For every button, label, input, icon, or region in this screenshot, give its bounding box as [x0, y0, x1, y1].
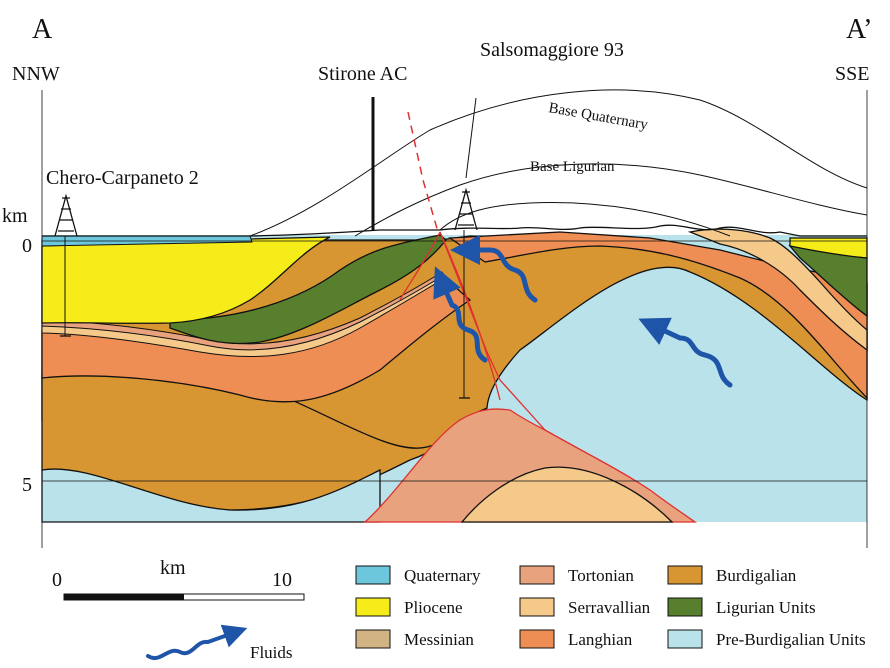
fluid-arrow	[638, 317, 733, 388]
legend-swatch	[667, 629, 703, 649]
depth-tick-0: 0	[22, 235, 32, 257]
derrick-icon	[54, 193, 78, 237]
strata	[41, 228, 868, 523]
fluid-arrow	[450, 235, 538, 303]
topography-line	[42, 224, 867, 237]
legend-swatch	[355, 629, 391, 649]
legend-label: Tortonian	[568, 566, 634, 585]
legend-swatch	[355, 565, 391, 585]
scale-start-label: 0	[52, 569, 62, 591]
scale-end-label: 10	[272, 569, 292, 591]
layer-serravallian-right	[687, 228, 868, 352]
fluids-legend: Fluids	[146, 624, 293, 662]
fault-left	[399, 231, 441, 301]
layer-ligurian-left	[169, 234, 447, 345]
horizon-label-base-quaternary: Base Quaternary	[547, 100, 649, 133]
layer-pre-burdigalian-bottom	[41, 468, 381, 523]
well-label-chero: Chero-Carpaneto 2	[46, 167, 199, 189]
horizon-lines	[42, 89, 868, 237]
legend-swatch	[355, 597, 391, 617]
section-end-direction: SSE	[835, 63, 869, 85]
horizon-label-base-ligurian: Base Ligurian	[530, 159, 615, 175]
layer-langhian-right	[448, 231, 868, 400]
base-quaternary-line	[249, 89, 868, 237]
legend-swatch	[519, 597, 555, 617]
fluid-arrow	[433, 266, 488, 363]
legend-label: Quaternary	[404, 566, 481, 585]
section-end-letter: A’	[846, 14, 872, 45]
base-ligurian-line	[354, 163, 868, 237]
legend-swatch	[519, 629, 555, 649]
derrick-icon	[454, 187, 478, 231]
frame-lines	[41, 90, 868, 548]
fault-dashed	[407, 111, 439, 233]
inner-horizon-line	[439, 202, 731, 237]
legend-label: Burdigalian	[716, 566, 797, 585]
well-label-salsomaggiore: Salsomaggiore 93	[480, 39, 624, 61]
section-start-letter: A	[32, 14, 53, 45]
scale-unit-label: km	[160, 557, 186, 579]
section-start-direction: NNW	[12, 63, 60, 85]
fluid-arrow-legend-icon	[146, 624, 248, 660]
legend-label: Langhian	[568, 630, 633, 649]
legend-label: Serravallian	[568, 598, 651, 617]
legend-label: Messinian	[404, 630, 474, 649]
scale-bar: 0 km 10	[52, 557, 305, 601]
depth-tick-5: 5	[22, 474, 32, 496]
fluids-label: Fluids	[250, 643, 293, 662]
legend-swatch	[519, 565, 555, 585]
legend-label: Pre-Burdigalian Units	[716, 630, 866, 649]
layer-pliocene-left	[41, 236, 331, 324]
depth-unit-label: km	[2, 205, 28, 227]
legend-label: Pliocene	[404, 598, 463, 617]
legend-swatch	[667, 565, 703, 585]
legend-label: Ligurian Units	[716, 598, 816, 617]
legend-swatch	[667, 597, 703, 617]
well-label-stirone: Stirone AC	[318, 63, 407, 85]
fluid-arrows	[433, 235, 733, 388]
well-chero	[54, 193, 78, 337]
